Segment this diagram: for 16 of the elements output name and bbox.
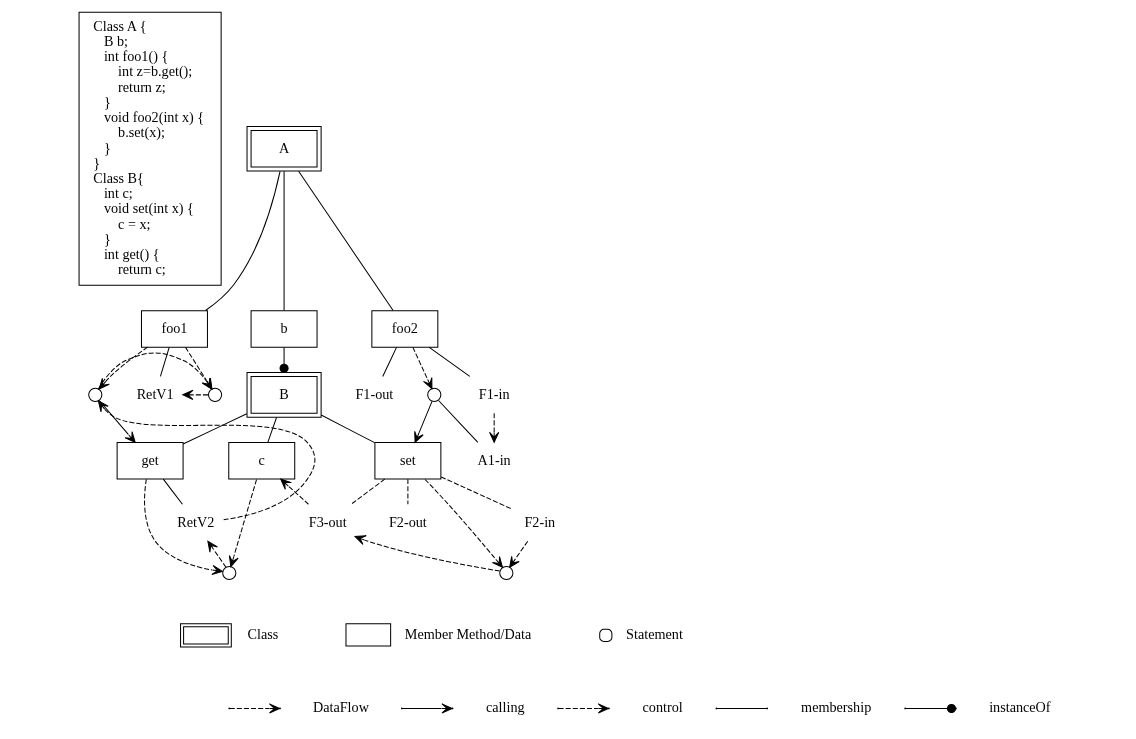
legend-label: control [642, 699, 683, 716]
legend-label: Statement [625, 626, 683, 643]
legend-label: membership [800, 699, 871, 716]
node-text: RetV1 [136, 385, 174, 402]
legend-label: Class [247, 626, 278, 643]
node-text: F1-in [478, 385, 510, 402]
node-text: F2-out [388, 513, 427, 530]
legend-label: calling [485, 699, 525, 716]
node-text: F2-in [523, 513, 555, 530]
node-text: RetV2 [176, 513, 214, 530]
legend-label: DataFlow [312, 699, 369, 716]
node-text: F1-out [354, 385, 393, 402]
node-text: F3-out [308, 513, 347, 530]
node-text: A1-in [477, 451, 511, 468]
legend-label: instanceOf [988, 699, 1051, 716]
legend-label: Member Method/Data [404, 625, 531, 642]
